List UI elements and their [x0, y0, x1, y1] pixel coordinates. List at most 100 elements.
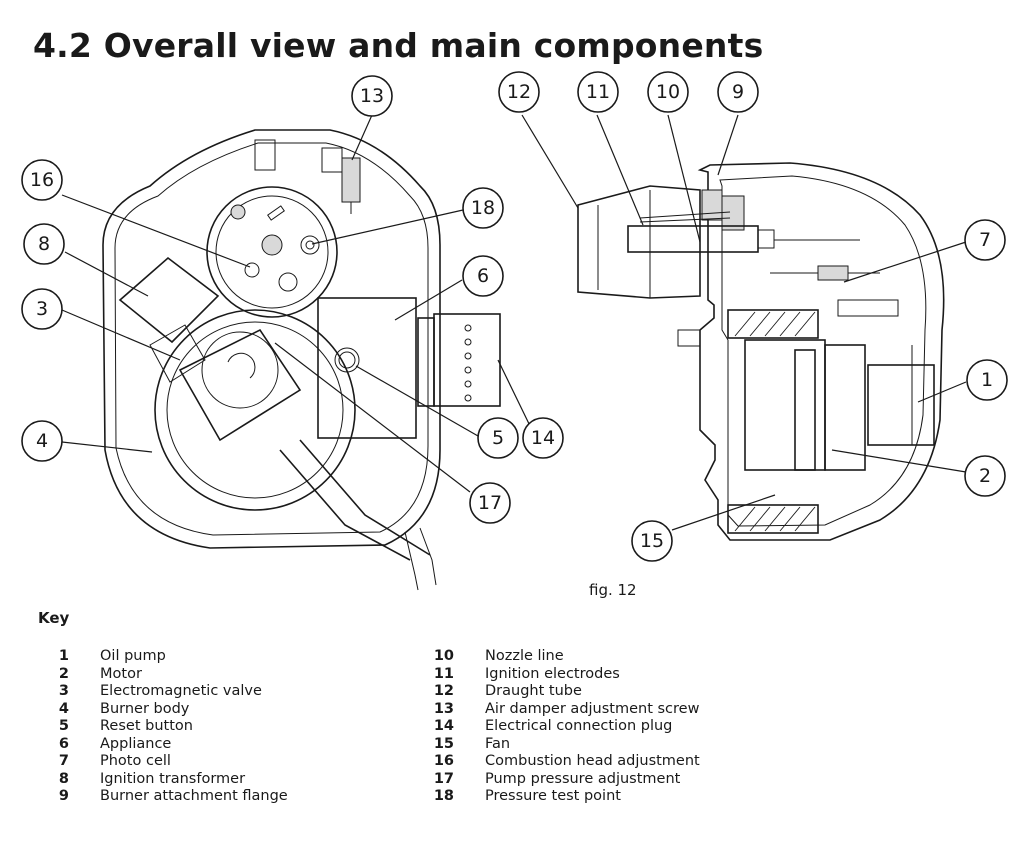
page-title: 4.2 Overall view and main components	[33, 26, 764, 66]
svg-text:2: 2	[979, 465, 991, 487]
key-label: Air damper adjustment screw	[485, 700, 700, 717]
key-number: 3	[58, 683, 69, 699]
key-number: 15	[433, 735, 454, 752]
callout-8: 8	[23, 223, 65, 265]
callout-9: 9	[717, 71, 759, 113]
svg-text:5: 5	[492, 427, 504, 449]
svg-text:14: 14	[531, 427, 555, 449]
callout-16: 16	[21, 159, 63, 201]
key-item: 6 Appliance	[40, 736, 288, 754]
key-number: 7	[58, 753, 69, 769]
svg-text:1: 1	[981, 369, 993, 391]
key-item: 10 Nozzle line	[425, 648, 700, 666]
callout-3: 3	[21, 288, 63, 330]
svg-text:18: 18	[471, 197, 495, 219]
svg-text:3: 3	[36, 298, 48, 320]
key-number: 16	[433, 753, 454, 769]
key-item: 15 Fan	[425, 736, 700, 754]
key-item: 9 Burner attachment flange	[40, 788, 288, 806]
key-label: Burner attachment flange	[100, 788, 288, 804]
callout-14: 14	[522, 417, 564, 459]
callout-1: 1	[966, 359, 1008, 401]
callout-11: 11	[577, 71, 619, 113]
key-item: 7 Photo cell	[40, 753, 288, 771]
svg-text:15: 15	[640, 530, 664, 552]
plug-terminals	[464, 324, 472, 402]
key-item: 2 Motor	[40, 666, 288, 684]
key-label: Reset button	[100, 718, 193, 734]
key-label: Draught tube	[485, 683, 582, 699]
key-item: 13 Air damper adjustment screw	[425, 701, 700, 719]
key-item: 14 Electrical connection plug	[425, 718, 700, 736]
svg-text:17: 17	[478, 492, 502, 514]
key-number: 13	[433, 700, 454, 717]
key-item: 18 Pressure test point	[425, 788, 700, 806]
key-number: 8	[58, 770, 69, 787]
callout-4: 4	[21, 420, 63, 462]
key-number: 17	[433, 770, 454, 787]
key-label: Fan	[485, 735, 511, 752]
burner-front-view	[102, 129, 501, 591]
svg-text:7: 7	[979, 229, 991, 251]
svg-text:16: 16	[30, 169, 54, 191]
callout-13: 13	[351, 75, 393, 117]
key-number: 9	[58, 788, 69, 804]
svg-text:12: 12	[507, 81, 531, 103]
leader-lines	[61, 114, 967, 531]
key-number: 1	[58, 648, 69, 664]
key-item: 4 Burner body	[40, 701, 288, 719]
key-item: 11 Ignition electrodes	[425, 666, 700, 684]
svg-text:4: 4	[36, 430, 48, 452]
key-label: Burner body	[100, 700, 190, 717]
key-item: 17 Pump pressure adjustment	[425, 771, 700, 789]
burner-diagram: 13 16 8 3 4 18 6 5 14 17 12 11 10 9 7 1 …	[21, 71, 1008, 591]
key-number: 12	[433, 683, 454, 699]
key-heading: Key	[38, 609, 70, 627]
key-item: 12 Draught tube	[425, 683, 700, 701]
key-number: 6	[58, 735, 69, 752]
key-label: Ignition electrodes	[485, 665, 620, 682]
key-label: Pressure test point	[485, 788, 621, 804]
key-number: 10	[433, 648, 454, 664]
key-label: Appliance	[100, 735, 172, 752]
callout-10: 10	[647, 71, 689, 113]
burner-side-view	[577, 162, 945, 541]
callout-18: 18	[462, 187, 504, 229]
key-label: Pump pressure adjustment	[485, 770, 681, 787]
figure-caption: fig. 12	[589, 581, 637, 599]
svg-text:8: 8	[38, 233, 50, 255]
callout-12: 12	[498, 71, 540, 113]
svg-text:13: 13	[360, 85, 384, 107]
callout-6: 6	[462, 255, 504, 297]
key-label: Nozzle line	[485, 648, 564, 664]
key-number: 2	[58, 665, 69, 682]
svg-text:11: 11	[586, 81, 610, 103]
svg-text:10: 10	[656, 81, 680, 103]
key-number: 18	[433, 788, 454, 804]
key-label: Electrical connection plug	[485, 718, 673, 734]
key-item: 1 Oil pump	[40, 648, 288, 666]
key-number: 14	[433, 718, 454, 734]
key-label: Ignition transformer	[100, 770, 246, 787]
callout-17: 17	[469, 482, 511, 524]
key-number: 4	[58, 700, 69, 717]
key-label: Combustion head adjustment	[485, 753, 700, 769]
svg-text:9: 9	[732, 81, 744, 103]
key-item: 5 Reset button	[40, 718, 288, 736]
key-item: 16 Combustion head adjustment	[425, 753, 700, 771]
key-label: Photo cell	[100, 753, 171, 769]
callout-5: 5	[477, 417, 519, 459]
key-item: 3 Electromagnetic valve	[40, 683, 288, 701]
callout-15: 15	[631, 520, 673, 562]
key-item: 8 Ignition transformer	[40, 771, 288, 789]
key-label: Electromagnetic valve	[100, 683, 262, 699]
callout-7: 7	[964, 219, 1006, 261]
key-list-right: 10 Nozzle line 11 Ignition electrodes 12 Dr…	[425, 648, 700, 806]
key-label: Oil pump	[100, 648, 166, 664]
key-number: 11	[433, 665, 454, 682]
key-label: Motor	[100, 665, 142, 682]
callout-2: 2	[964, 455, 1006, 497]
key-number: 5	[58, 718, 69, 734]
svg-text:6: 6	[477, 265, 489, 287]
